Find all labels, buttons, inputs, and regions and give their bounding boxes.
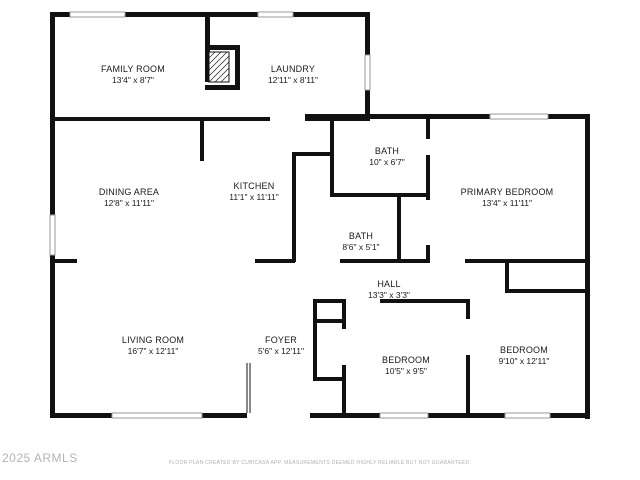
wall — [50, 12, 55, 262]
wall — [200, 121, 204, 161]
room-dimensions: 10" x 6'7" — [369, 157, 405, 167]
wall — [205, 45, 240, 50]
wall — [330, 119, 334, 197]
fireplace — [208, 51, 230, 83]
wall — [330, 193, 430, 197]
wall — [235, 45, 240, 90]
room-name: FOYER — [264, 335, 298, 345]
disclaimer: FLOOR PLAN CREATED BY CUBICASA APP. MEAS… — [168, 460, 472, 466]
window — [111, 412, 203, 419]
window — [489, 113, 549, 120]
wall — [340, 259, 430, 263]
wall — [205, 85, 240, 90]
wall — [585, 114, 590, 419]
wall — [292, 152, 296, 262]
wall — [50, 12, 207, 17]
room-dimensions: 13'4" x 8'7" — [112, 75, 154, 85]
room-name: BEDROOM — [382, 355, 430, 365]
room-dimensions: 12'11" x 8'11" — [267, 75, 319, 85]
wall — [505, 289, 585, 293]
room-dimensions: 13'4" x 11'11" — [481, 198, 533, 208]
room-name: BATH — [348, 231, 374, 241]
room-name: LIVING ROOM — [121, 335, 185, 345]
wall — [505, 261, 509, 293]
room-name: BATH — [374, 146, 400, 156]
room-dimensions: 13'3" x 3'3" — [368, 290, 410, 300]
wall — [466, 355, 470, 418]
wall — [310, 413, 590, 418]
wall — [342, 299, 346, 329]
room-name: FAMILY ROOM — [101, 64, 165, 74]
wall — [426, 119, 430, 139]
room-name: HALL — [377, 279, 401, 289]
room-dimensions: 10'5" x 9'5" — [385, 366, 427, 376]
wall — [313, 299, 317, 379]
fireplace-hatch — [208, 51, 230, 83]
window — [504, 412, 551, 419]
wall — [313, 319, 346, 323]
window — [257, 11, 294, 18]
wall — [465, 259, 590, 263]
wall — [305, 117, 370, 121]
wall — [175, 117, 270, 121]
wall — [426, 155, 430, 200]
wall — [397, 197, 401, 262]
wall — [305, 114, 590, 119]
wall — [292, 152, 330, 156]
room-name: LAUNDRY — [270, 64, 316, 74]
wall — [466, 299, 470, 319]
wall — [313, 299, 346, 303]
room-name: PRIMARY BEDROOM — [460, 187, 554, 197]
wall — [50, 255, 55, 418]
wall — [255, 259, 295, 263]
room-dimensions: 9'10" x 12'11" — [498, 356, 550, 366]
room-name: DINING AREA — [98, 187, 160, 197]
window — [69, 11, 126, 18]
watermark: 2025 ARMLS — [2, 451, 78, 465]
window — [364, 54, 371, 91]
wall — [55, 259, 77, 263]
wall — [342, 365, 346, 418]
wall — [426, 245, 430, 262]
wall — [55, 117, 175, 121]
room-dimensions: 8'6" x 5'1" — [342, 242, 380, 252]
room-dimensions: 12'8" x 11'11" — [103, 198, 155, 208]
wall — [380, 299, 470, 303]
window — [49, 214, 56, 256]
wall — [313, 377, 346, 381]
room-name: BEDROOM — [500, 345, 548, 355]
room-dimensions: 5'6" x 12'11" — [258, 346, 304, 356]
room-name: KITCHEN — [233, 181, 275, 191]
room-dimensions: 11'1" x 11'11" — [229, 192, 279, 202]
window — [379, 412, 429, 419]
room-dimensions: 16'7" x 12'11" — [127, 346, 179, 356]
